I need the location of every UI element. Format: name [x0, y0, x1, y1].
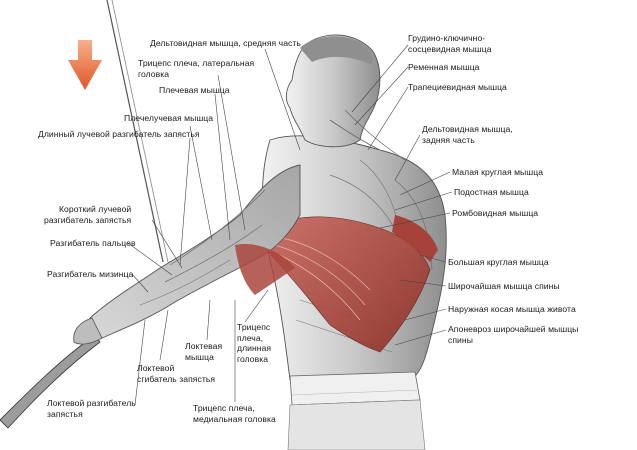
label-teres-minor: Малая круглая мышца	[452, 167, 544, 177]
label-rhomboid: Ромбовидная мышца	[452, 208, 539, 218]
label-triceps-lateral: Трицепс плеча, латеральная головка	[138, 58, 255, 79]
label-anconeus: Локтевая мышца	[185, 341, 223, 362]
label-extensor-carpi-radialis-brevis: Короткий лучевой разгибатель запястья	[44, 204, 132, 225]
label-teres-major: Большая круглая мышца	[448, 257, 549, 267]
torso-figure	[261, 135, 447, 450]
label-extensor-carpi-radialis-longus: Длинный лучевой разгибатель запястья	[38, 129, 200, 139]
leader-lines	[127, 44, 453, 406]
label-flexor-carpi-ulnaris: Локтевой сгибатель запястья	[137, 363, 216, 384]
label-deltoid-posterior: Дельтовидная мышца, задняя часть	[422, 124, 513, 145]
label-splenius: Ременная мышца	[408, 62, 480, 72]
label-triceps-medial: Трицепс плеча, медиальная головка	[193, 403, 276, 424]
label-infraspinatus: Подостная мышца	[454, 187, 529, 197]
label-trapezius: Трапециевидная мышца	[408, 82, 507, 92]
label-brachialis: Плечевая мышца	[159, 85, 230, 95]
label-deltoid-middle: Дельтовидная мышца, средняя часть	[150, 38, 301, 48]
label-external-oblique: Наружная косая мышца живота	[448, 304, 576, 314]
arm-figure	[73, 164, 301, 345]
arrow-down-icon	[68, 40, 102, 90]
label-triceps-long: Трицепс плеча, длинная головка	[237, 322, 272, 364]
head-figure	[285, 34, 406, 161]
label-brachioradialis: Плечелучевая мышца	[124, 113, 214, 123]
label-extensor-digiti-minimi: Разгибатель мизинца	[47, 269, 134, 279]
cable-machine-rope	[106, 0, 169, 263]
label-extensor-carpi-ulnaris: Локтевой разгибатель запястья	[47, 398, 136, 419]
label-latissimus-dorsi: Широчайшая мышца спины	[448, 281, 560, 291]
label-extensor-digitorum: Разгибатель пальцев	[50, 238, 136, 248]
label-aponeurosis-latissimus: Апоневроз широчайшей мышцы спины	[448, 324, 579, 345]
label-sternocleidomastoid: Грудино-ключично- сосцевидная мышца	[408, 33, 492, 54]
